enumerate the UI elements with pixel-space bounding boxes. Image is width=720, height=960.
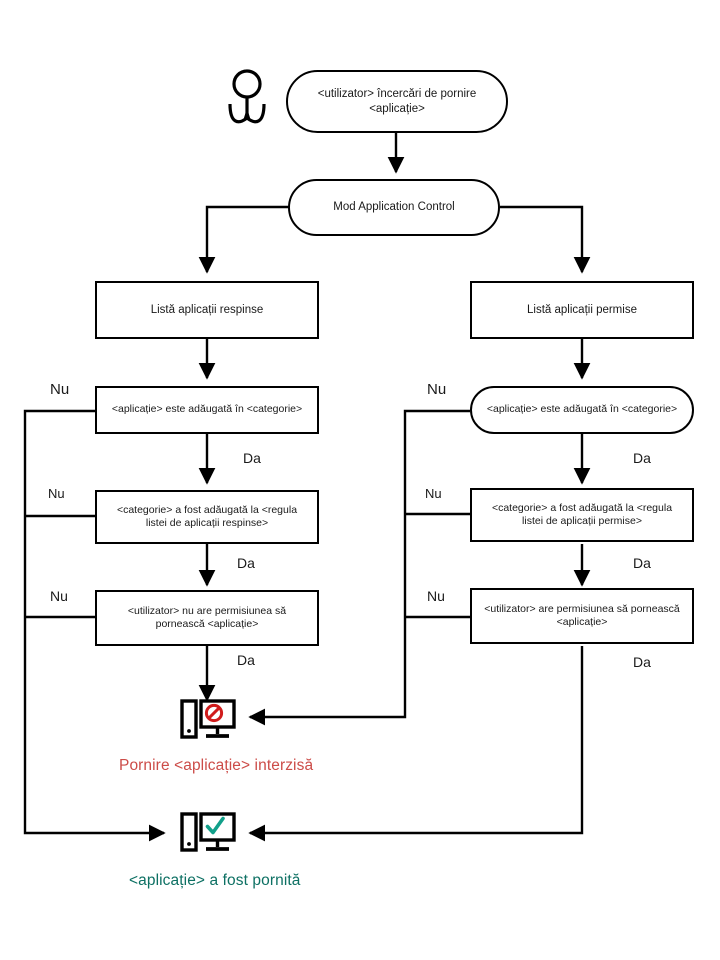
edge-label-right-yes-1: Da [633, 450, 651, 466]
node-deny-permission[interactable]: <utilizator> nu are permisiunea să porne… [95, 590, 319, 646]
node-start-line2: <aplicație> [369, 102, 425, 115]
node-deny-rule-line1: <categorie> a fost adăugată la <regula [116, 503, 298, 516]
monitor-check-icon [180, 812, 236, 856]
denied-outcome-caption: Pornire <aplicație> interzisă [119, 757, 314, 774]
node-allowlist[interactable]: Listă aplicații permise [470, 281, 694, 339]
edge-label-right-no-3: Nu [427, 588, 445, 604]
node-allowlist-label: Listă aplicații permise [527, 303, 637, 316]
edge-label-right-no-2: Nu [425, 486, 442, 501]
node-mode-label: Mod Application Control [333, 201, 455, 214]
edge-label-left-yes-2: Da [237, 555, 255, 571]
node-allow-rule[interactable]: <categorie> a fost adăugată la <regula l… [470, 488, 694, 542]
edge-label-left-no-3: Nu [50, 588, 68, 604]
node-start-line1: <utilizator> încercări de pornire [317, 87, 477, 100]
node-deny-in-category[interactable]: <aplicație> este adăugată în <categorie> [95, 386, 319, 434]
node-allow-rule-line2: listei de aplicații permise> [522, 515, 642, 527]
node-allow-permission-line2: <aplicație> [556, 616, 608, 628]
edge-mode-to-denylist [198, 205, 290, 274]
node-mode[interactable]: Mod Application Control [288, 179, 500, 236]
edge-right-yes-to-allowed [248, 646, 584, 842]
node-allow-permission[interactable]: <utilizator> are permisiunea să porneasc… [470, 588, 694, 644]
user-actor-icon [222, 68, 272, 130]
edge-label-left-no-1: Nu [50, 381, 70, 398]
monitor-blocked-icon [180, 699, 236, 743]
node-allow-in-category[interactable]: <aplicație> este adăugată în <categorie> [470, 386, 694, 434]
edge-label-right-yes-3: Da [633, 654, 651, 670]
edge-label-right-no-1: Nu [427, 381, 447, 398]
node-allow-in-category-label: <aplicație> este adăugată în <categorie> [486, 403, 678, 416]
node-allow-permission-line1: <utilizator> are permisiunea să porneasc… [484, 602, 680, 615]
node-deny-rule[interactable]: <categorie> a fost adăugată la <regula l… [95, 490, 319, 544]
allowed-outcome-caption: <aplicație> a fost pornită [129, 872, 301, 889]
node-start[interactable]: <utilizator> încercări de pornire <aplic… [286, 70, 508, 133]
edge-left-no-rail [23, 409, 166, 842]
node-deny-in-category-label: <aplicație> este adăugată în <categorie> [111, 403, 303, 416]
edge-right-no-rail [248, 409, 470, 726]
node-deny-rule-line2: listei de aplicații respinse> [145, 517, 269, 529]
node-allow-rule-line1: <categorie> a fost adăugată la <regula [491, 501, 673, 514]
edge-label-right-yes-2: Da [633, 555, 651, 571]
node-denylist-label: Listă aplicații respinse [150, 303, 264, 316]
edge-label-left-no-2: Nu [48, 486, 65, 501]
node-denylist[interactable]: Listă aplicații respinse [95, 281, 319, 339]
node-deny-permission-line1: <utilizator> nu are permisiunea să [127, 604, 287, 617]
edge-label-left-yes-3: Da [237, 652, 255, 668]
edge-mode-to-allowlist [500, 205, 591, 274]
edge-label-left-yes-1: Da [243, 450, 261, 466]
node-deny-permission-line2: pornească <aplicație> [155, 618, 259, 630]
